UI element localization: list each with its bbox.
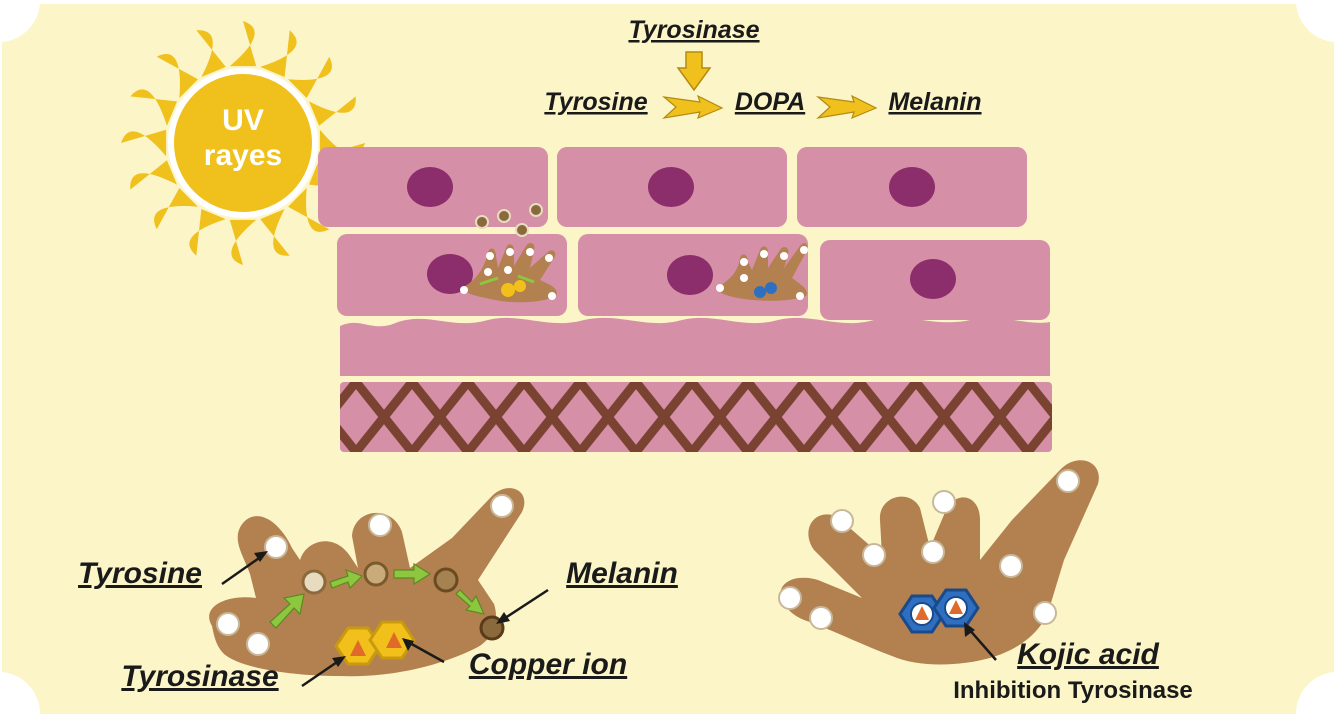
- sun-label-line1: UV: [222, 104, 264, 137]
- intermediate-vesicle: [433, 567, 459, 593]
- dermis-fiber: [464, 382, 528, 452]
- pathway-enzyme-label: Tyrosinase: [628, 16, 759, 44]
- pathway-step-dopa: DOPA: [735, 88, 805, 116]
- vesicle: [264, 535, 288, 559]
- pointer-arrow: [301, 658, 341, 688]
- arrowhead: [496, 612, 510, 624]
- label-tyrosine: Tyrosine: [78, 557, 202, 590]
- vesicle: [932, 490, 956, 514]
- dermis-fiber: [576, 382, 640, 452]
- melanocyte-small-inhibited: [716, 243, 808, 301]
- sun-ray: [154, 188, 198, 230]
- pointer-arrow: [501, 588, 549, 622]
- nucleus: [910, 259, 956, 299]
- copper-ion: [949, 600, 963, 614]
- dermis-fiber: [352, 382, 416, 452]
- dermis-fiber: [856, 382, 920, 452]
- copper-ion: [915, 606, 929, 620]
- sun-disc: [168, 68, 318, 218]
- vesicle: [216, 612, 240, 636]
- green-arrow: [455, 589, 486, 615]
- dermis-fiber: [1024, 382, 1052, 452]
- dermis-fiber: [744, 382, 808, 452]
- sun-ray: [229, 21, 257, 67]
- dermis-fiber: [968, 382, 1032, 452]
- label-melanin: Melanin: [566, 557, 678, 590]
- vesicle: [490, 494, 514, 518]
- pointer-arrow: [221, 554, 263, 586]
- sun-ray: [196, 30, 226, 78]
- nucleus: [407, 167, 453, 207]
- arrowhead: [964, 622, 975, 637]
- sun-ray: [121, 129, 167, 157]
- vesicle: [830, 509, 854, 533]
- basal-layer: [340, 317, 1050, 376]
- dermis-fiber: [408, 382, 472, 452]
- label-inhibition-tyrosinase: Inhibition Tyrosinase: [953, 677, 1193, 704]
- nucleus: [889, 167, 935, 207]
- vesicle: [778, 586, 802, 610]
- copper-ion: [350, 640, 366, 656]
- tyrosine-vesicle: [301, 569, 327, 595]
- dermis-fiber: [912, 382, 976, 452]
- dermis-fiber: [688, 382, 752, 452]
- dermis-fiber: [1024, 382, 1052, 452]
- arrowhead: [402, 638, 414, 651]
- pointer-arrow: [967, 627, 997, 661]
- vesicle: [368, 513, 392, 537]
- sun-ray: [260, 30, 297, 78]
- copper-ion: [386, 632, 402, 648]
- nucleus: [427, 254, 473, 294]
- label-tyrosinase: Tyrosinase: [121, 660, 278, 693]
- vesicle: [999, 554, 1023, 578]
- dermis-mesh: [340, 382, 1052, 452]
- melanocyte-large-inhibited: [778, 460, 1099, 665]
- pointer-arrow: [407, 640, 445, 664]
- dermis-fiber: [800, 382, 864, 452]
- dermis-fiber: [632, 382, 696, 452]
- sun-ray: [130, 89, 178, 126]
- melanocyte-large-active: [209, 488, 525, 677]
- green-arrow: [393, 562, 432, 586]
- sun-ray: [308, 96, 356, 126]
- dermis-fiber: [340, 382, 360, 452]
- vesicle: [1033, 601, 1057, 625]
- vesicle: [246, 632, 270, 656]
- nucleus: [667, 255, 713, 295]
- sun-ray: [130, 160, 178, 190]
- label-copper-ion: Copper ion: [469, 648, 627, 681]
- pathway-down-arrow: [676, 51, 712, 92]
- pathway-step-melanin: Melanin: [888, 88, 981, 116]
- arrowhead: [254, 551, 268, 562]
- vesicle: [862, 543, 886, 567]
- nucleus: [648, 167, 694, 207]
- pathway-arrow-2: [816, 94, 878, 120]
- sun-ray: [288, 188, 330, 232]
- label-kojic-acid: Kojic acid: [1017, 638, 1159, 671]
- green-arrow: [269, 593, 305, 629]
- melanosome-cluster: [475, 203, 543, 237]
- pathway-step-tyrosine: Tyrosine: [544, 88, 647, 116]
- sun-ray: [189, 208, 226, 256]
- sun-ray: [156, 54, 198, 98]
- sun-ray: [229, 219, 257, 265]
- dermis-fiber: [340, 382, 360, 452]
- vesicle: [809, 606, 833, 630]
- intermediate-vesicle: [363, 561, 389, 587]
- vesicle: [921, 540, 945, 564]
- melanocyte-small-active: [460, 243, 557, 303]
- sun-ray: [288, 56, 332, 98]
- pathway-arrow-1: [662, 94, 724, 120]
- dermis-fiber: [520, 382, 584, 452]
- arrowhead: [332, 656, 346, 667]
- vesicle: [1056, 469, 1080, 493]
- sun-ray: [260, 208, 290, 256]
- green-arrow: [329, 568, 364, 590]
- sun-label-line2: rayes: [204, 139, 282, 172]
